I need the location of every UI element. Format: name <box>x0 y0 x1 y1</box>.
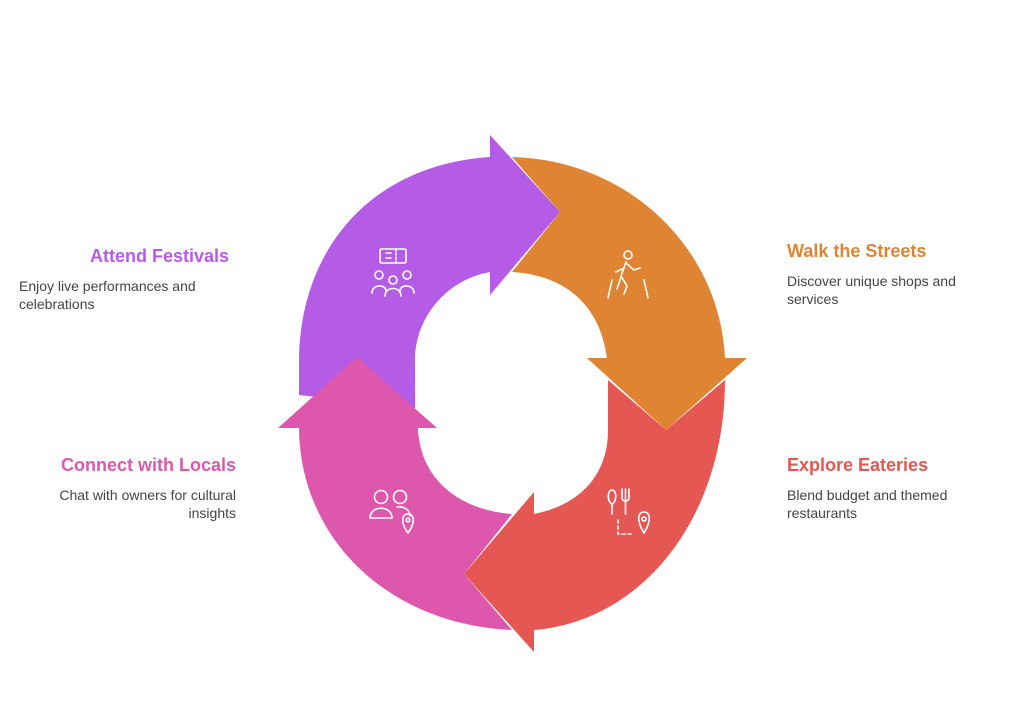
step-explore: Explore Eateries Blend budget and themed… <box>787 454 997 522</box>
step-title: Walk the Streets <box>787 241 927 261</box>
segment-explore <box>464 380 725 652</box>
step-title: Attend Festivals <box>89 246 229 266</box>
step-connect: Connect with Locals Chat with owners for… <box>26 454 236 522</box>
people-location-icon <box>369 489 415 534</box>
step-title: Explore Eateries <box>787 455 929 475</box>
step-description: Discover unique shops and services <box>787 273 956 307</box>
step-attend: Attend Festivals Enjoy live performances… <box>19 245 229 313</box>
step-title: Connect with Locals <box>60 455 236 475</box>
dining-location-icon <box>607 488 651 535</box>
step-description: Blend budget and themed restaurants <box>787 487 948 521</box>
step-walk: Walk the Streets Discover unique shops a… <box>787 240 997 308</box>
walking-person-icon <box>607 250 649 299</box>
step-description: Enjoy live performances and celebrations <box>19 278 196 312</box>
segment-attend <box>299 135 560 408</box>
step-description: Chat with owners for cultural insights <box>59 487 236 521</box>
segment-walk <box>512 157 747 430</box>
ticket-crowd-icon <box>371 248 415 297</box>
